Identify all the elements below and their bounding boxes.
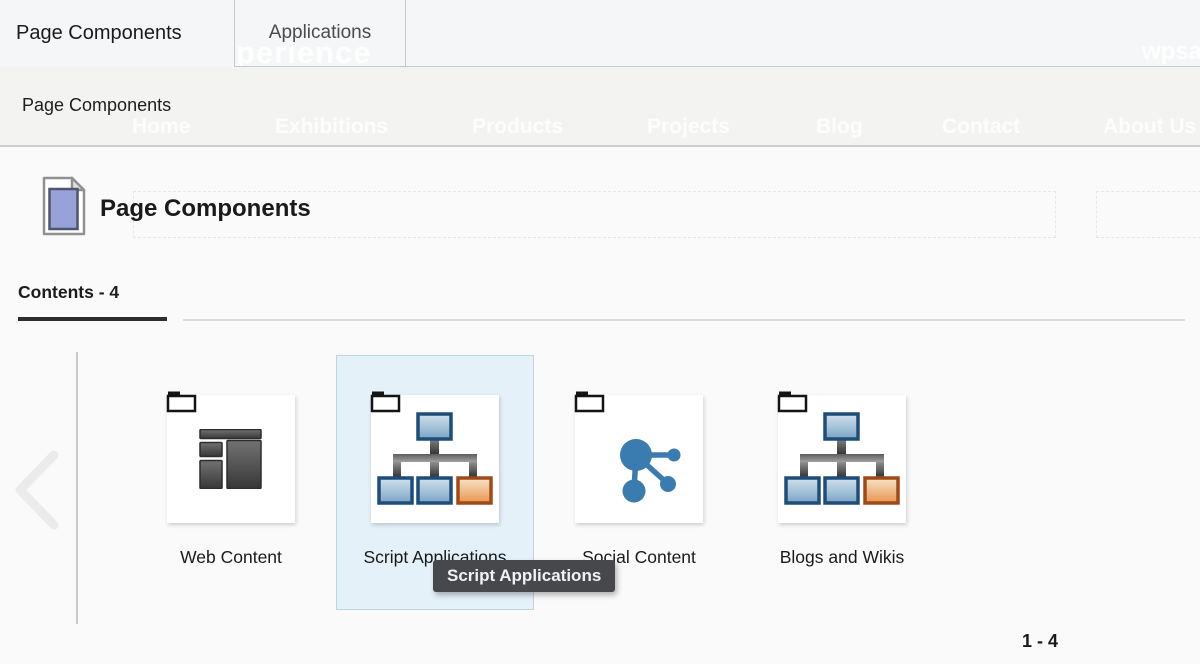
tile-label-blogs-and-wikis: Blogs and Wikis [779,547,905,567]
folder-icon [777,391,808,413]
tile-label-web-content: Web Content [180,547,282,567]
hierarchy-sitemap-icon [377,412,493,505]
ghost-nav-blog: Blog [816,115,863,138]
tab-page-components[interactable]: Page Components [0,0,233,67]
background-username-text: wpsa [1142,38,1200,65]
ghost-nav-exhibitions: Exhibitions [275,115,389,138]
tab-bar-divider [234,66,1200,67]
ghost-nav-home: Home [132,115,191,138]
folder-icon [370,391,401,413]
folder-icon [166,391,197,413]
tooltip-script-applications: Script Applications [433,560,616,592]
carousel-previous-icon[interactable] [8,448,64,532]
background-watermark-text: perience [236,35,372,67]
tab-applications[interactable]: Applications [234,0,406,66]
top-tab-bar: perience wpsa Page Components Applicatio… [0,0,1200,67]
hierarchy-sitemap-icon [784,412,900,505]
page-document-icon [42,176,86,236]
ghost-nav-about-us: About Us [1103,115,1197,138]
page-title: Page Components [100,195,311,222]
tile-social-content[interactable] [574,391,703,523]
share-network-icon [620,439,681,503]
tile-blogs-and-wikis[interactable] [777,391,906,523]
tab-applications-label: Applications [268,22,372,43]
tab-page-components-label: Page Components [16,22,182,44]
breadcrumb-bar: Page Components Home Exhibitions Product… [0,67,1200,147]
ghost-nav-projects: Projects [647,115,730,138]
ghost-dropzone-left [133,191,1056,238]
tab-strip-baseline [183,319,1185,321]
ghost-dropzone-right [1096,191,1200,238]
tab-contents[interactable]: Contents - 4 [18,282,120,302]
pager-range: 1 - 4 [1021,631,1059,651]
web-content-layout-icon [199,429,262,489]
carousel-divider [76,352,78,624]
breadcrumb: Page Components [22,95,172,115]
folder-icon [574,391,605,413]
ghost-nav-contact: Contact [942,115,1021,138]
tile-web-content[interactable] [166,391,295,523]
tab-contents-active-underline [18,317,167,321]
tile-script-applications[interactable] [370,391,499,523]
ghost-nav-products: Products [472,115,564,138]
